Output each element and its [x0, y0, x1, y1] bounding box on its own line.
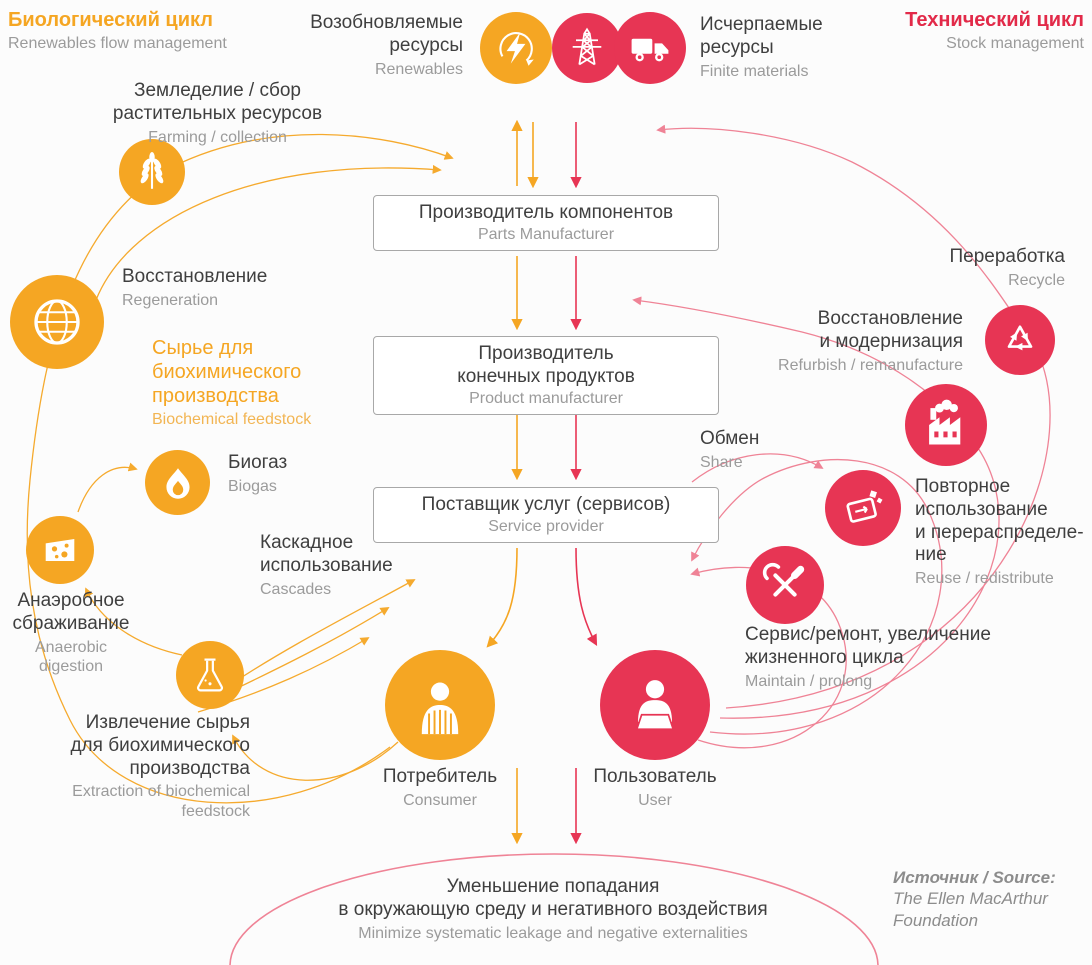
flame-icon [165, 467, 190, 499]
wheat-icon [140, 152, 164, 189]
anaerobic-subtitle: Anaerobic digestion [34, 638, 108, 675]
refurbish-title: Восстановление и модернизация [817, 308, 963, 352]
finite-title: Исчерпаемые ресурсы [700, 14, 823, 58]
maintain-title: Сервис/ремонт, увеличение жизненного цик… [745, 624, 991, 668]
user-title: Пользователь [593, 766, 717, 787]
regeneration-title: Восстановление [122, 266, 268, 287]
user-badge [600, 650, 710, 760]
power-grid-badge [552, 13, 622, 83]
lightning-energy-icon [499, 32, 534, 66]
renewables-label: Возобновляемые ресурсы Renewables [250, 12, 463, 79]
reuse-subtitle: Reuse / redistribute [915, 570, 1054, 588]
extraction-badge [176, 641, 244, 709]
parts-manufacturer-subtitle: Parts Manufacturer [477, 225, 615, 243]
regeneration-subtitle: Regeneration [122, 291, 219, 309]
service-provider-subtitle: Service provider [488, 517, 604, 535]
biogas-subtitle: Biogas [228, 477, 277, 495]
source-note: Источник / Source: The Ellen MacArthur F… [893, 868, 1056, 932]
cascades-subtitle: Cascades [260, 580, 332, 598]
maintain-subtitle: Maintain / prolong [745, 672, 873, 690]
leakage-title: Уменьшение попадания в окружающую среду … [338, 876, 768, 920]
reuse-title: Повторное использование и перераспределе… [915, 476, 1084, 566]
finite-label: Исчерпаемые ресурсы Finite materials [700, 14, 823, 81]
bio-cycle-title: Биологический цикл [8, 9, 213, 31]
extraction-title: Извлечение сырья для биохимического прои… [70, 712, 250, 779]
recycle-title: Переработка [949, 246, 1065, 267]
recycle-arrows-icon [1007, 325, 1033, 351]
cascades-title: Каскадное использование [260, 532, 393, 576]
source-label: Источник / Source: [893, 868, 1056, 887]
product-manufacturer-box: Производитель конечных продуктов Product… [373, 336, 719, 415]
cascades-label: Каскадное использование Cascades [260, 532, 393, 599]
tech-cycle-header: Технический цикл Stock management [830, 8, 1084, 53]
finite-subtitle: Finite materials [700, 62, 809, 80]
refurbish-subtitle: Refurbish / remanufacture [778, 356, 963, 374]
maintain-label: Сервис/ремонт, увеличение жизненного цик… [745, 624, 1045, 691]
service-provider-box: Поставщик услуг (сервисов) Service provi… [373, 487, 719, 543]
farming-subtitle: Farming / collection [148, 128, 287, 146]
refurbish-label: Восстановление и модернизация Refurbish … [700, 308, 963, 375]
parts-manufacturer-title: Производитель компонентов [418, 202, 674, 223]
tools-icon [762, 562, 805, 597]
source-org: The Ellen MacArthur Foundation [893, 889, 1048, 931]
refurbish-badge [905, 384, 987, 466]
share-subtitle: Share [700, 453, 743, 471]
user-label: Пользователь User [555, 766, 755, 810]
renewables-subtitle: Renewables [374, 60, 463, 78]
recycle-badge [985, 305, 1055, 375]
box-share-icon [846, 490, 883, 523]
parts-manufacturer-box: Производитель компонентов Parts Manufact… [373, 195, 719, 251]
consumer-title: Потребитель [382, 766, 498, 787]
renewable-energy-badge [480, 12, 552, 84]
share-label: Обмен Share [700, 428, 759, 472]
orange-flow-arrows [26, 119, 539, 845]
extraction-subtitle: Extraction of biochemical feedstock [72, 783, 250, 820]
regeneration-badge [10, 275, 104, 369]
anaerobic-label: Анаэробное сбраживание Anaerobic digesti… [0, 590, 142, 676]
tech-cycle-title: Технический цикл [905, 9, 1084, 31]
ferment-icon [45, 539, 75, 561]
regeneration-label: Восстановление Regeneration [122, 266, 267, 310]
bio-cycle-header: Биологический цикл Renewables flow manag… [8, 8, 227, 53]
user-subtitle: User [638, 791, 672, 809]
feedstock-subtitle: Biochemical feedstock [152, 411, 312, 428]
reuse-badge [825, 470, 901, 546]
share-title: Обмен [700, 428, 760, 449]
anaerobic-badge [26, 516, 94, 584]
consumer-label: Потребитель Consumer [340, 766, 540, 810]
biogas-title: Биогаз [228, 452, 288, 473]
globe-icon [34, 299, 80, 345]
feedstock-title: Сырье для биохимического производства [152, 337, 302, 407]
consumer-subtitle: Consumer [403, 791, 477, 809]
feedstock-label: Сырье для биохимического производства Bi… [152, 336, 311, 429]
extraction-label: Извлечение сырья для биохимического прои… [15, 712, 250, 821]
recycle-subtitle: Recycle [1008, 271, 1065, 289]
flask-icon [197, 658, 223, 692]
tech-cycle-subtitle: Stock management [946, 35, 1084, 52]
biogas-badge [145, 450, 210, 515]
bio-cycle-subtitle: Renewables flow management [8, 35, 227, 52]
leakage-subtitle: Minimize systematic leakage and negative… [358, 924, 748, 942]
renewables-title: Возобновляемые ресурсы [310, 12, 463, 56]
truck-icon [631, 38, 669, 62]
factory-icon [929, 399, 961, 445]
farming-label: Земледелие / сбор растительных ресурсов … [75, 80, 360, 147]
anaerobic-title: Анаэробное сбраживание [12, 590, 130, 634]
reuse-label: Повторное использование и перераспределе… [915, 476, 1087, 588]
leakage-label: Уменьшение попадания в окружающую среду … [246, 876, 860, 943]
maintain-badge [746, 546, 824, 624]
recycle-label: Переработка Recycle [860, 246, 1065, 290]
service-provider-title: Поставщик услуг (сервисов) [421, 494, 671, 515]
biogas-label: Биогаз Biogas [228, 452, 287, 496]
consumer-badge [385, 650, 495, 760]
product-manufacturer-title: Производитель конечных продуктов [457, 343, 635, 387]
person-icon [421, 682, 459, 735]
product-manufacturer-subtitle: Product manufacturer [469, 389, 623, 407]
farming-badge [119, 139, 185, 205]
farming-title: Земледелие / сбор растительных ресурсов [112, 80, 323, 124]
finite-materials-badge [614, 12, 686, 84]
person-laptop-icon [635, 680, 675, 731]
transmission-tower-icon [572, 27, 602, 66]
leakage-arc [229, 853, 879, 965]
